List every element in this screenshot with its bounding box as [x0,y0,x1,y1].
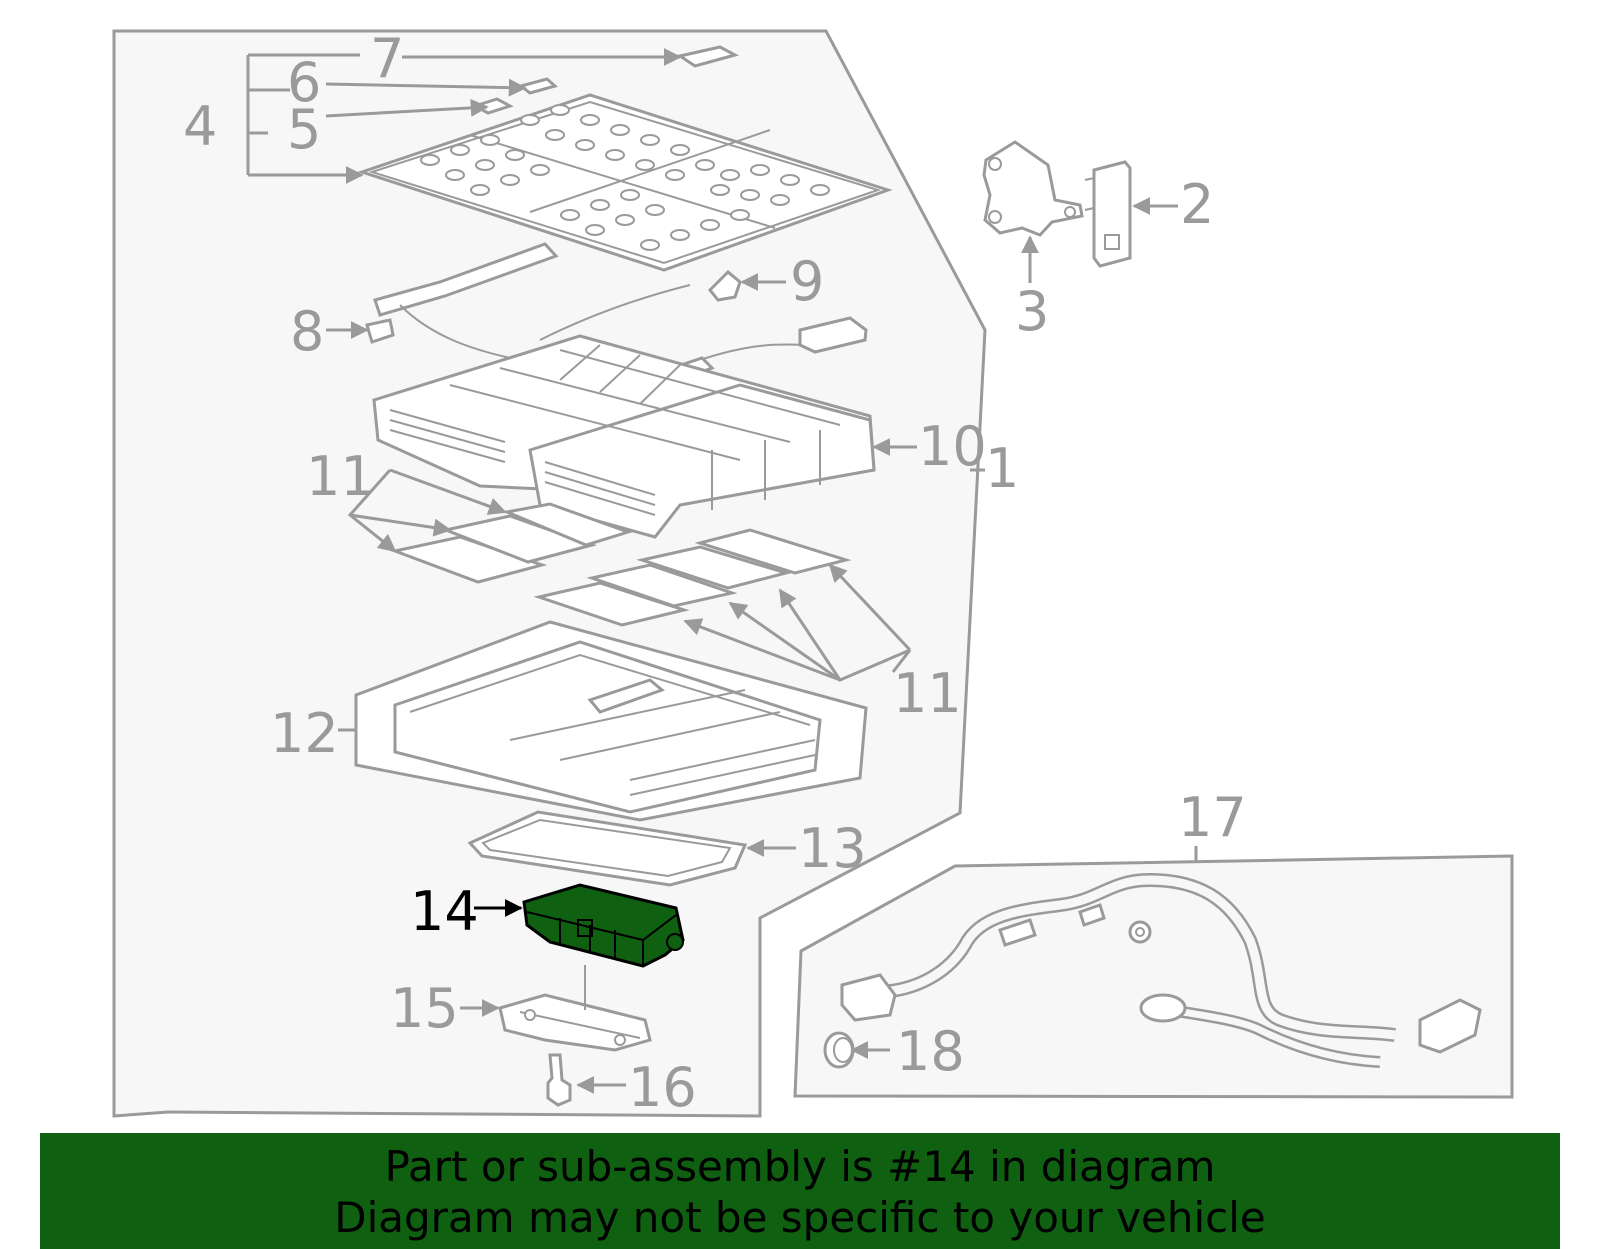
banner-line-1: Part or sub-assembly is #14 in diagram [384,1142,1216,1191]
pad-part-7 [676,45,740,68]
spacer-pads-part-11 [389,502,852,627]
callout-5: 5 [287,98,321,161]
battery-modules-part-10 [372,334,876,539]
part-16-sensor [546,1053,572,1107]
clip-part-9 [707,269,742,302]
callout-14: 14 [410,880,479,943]
callout-10: 10 [918,415,987,478]
highlighted-part-14 [522,883,685,968]
bracket-part-2 [1084,160,1132,268]
battery-assembly-panel [112,29,987,1118]
part-15-junction [498,965,652,1052]
seal-part-13 [467,810,748,887]
bracket-part-3 [982,140,1084,237]
callout-13: 13 [798,817,867,880]
callout-8: 8 [290,300,324,363]
callout-18: 18 [896,1020,965,1083]
pad-part-6 [517,77,559,95]
tray-part-12 [354,620,868,822]
grommet-part-18 [823,1031,855,1069]
callout-1: 1 [985,437,1019,500]
callout-9: 9 [790,250,824,313]
callout-6: 6 [287,51,321,114]
callout-15: 15 [390,977,459,1040]
callout-16: 16 [628,1056,697,1119]
info-banner: Part or sub-assembly is #14 in diagram D… [40,1133,1560,1249]
callout-2: 2 [1180,173,1214,236]
callout-3: 3 [1015,280,1049,343]
leader-lines [246,48,1198,1094]
top-cover-part-4 [357,93,893,272]
callout-11-left: 11 [306,445,375,508]
banner-line-2: Diagram may not be specific to your vehi… [334,1193,1266,1242]
callout-11-right: 11 [893,662,962,725]
callout-7: 7 [370,27,404,90]
hv-harness-part-17 [840,872,1482,1068]
callout-12: 12 [270,702,339,765]
callout-4: 4 [183,95,217,158]
callout-17: 17 [1178,786,1247,849]
